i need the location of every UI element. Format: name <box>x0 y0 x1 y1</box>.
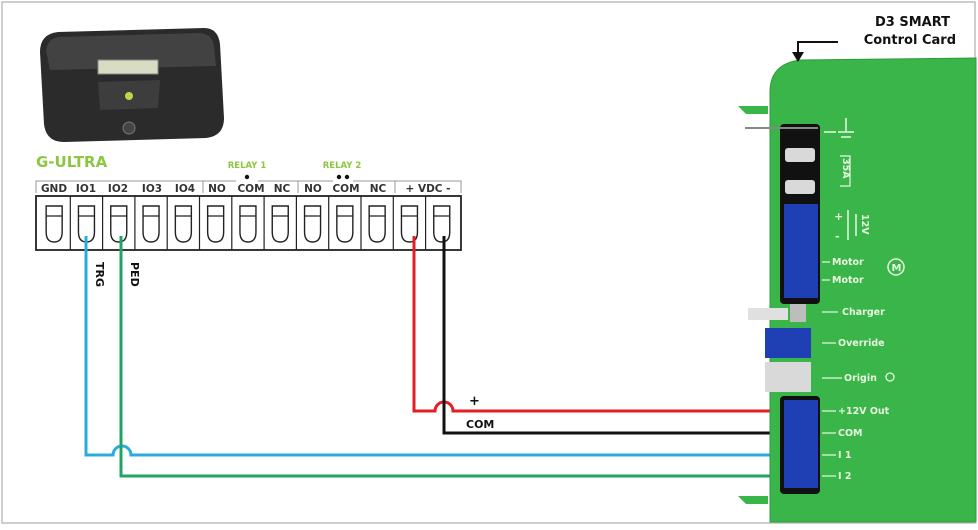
card-fuse-2 <box>785 180 815 194</box>
terminal-screw-io4 <box>174 196 201 250</box>
card-input-connector <box>784 400 818 488</box>
terminal-label-io2: IO2 <box>108 183 128 195</box>
card-label-motor-2: Motor <box>832 275 864 286</box>
wire-label-ped: PED <box>128 262 141 287</box>
wire-ped-green <box>119 236 785 478</box>
terminal-label-relay1-com: COM <box>237 183 264 195</box>
card-label-origin: Origin <box>844 373 877 384</box>
terminal-screw-io3 <box>142 196 168 250</box>
relay-1-label: RELAY 1 <box>228 161 267 171</box>
card-clip-top <box>738 106 768 114</box>
control-card-board <box>769 57 977 523</box>
card-label-i1: I 1 <box>838 450 851 461</box>
card-origin-connector <box>765 362 811 392</box>
terminal-screw-vdc-plus <box>400 196 427 250</box>
motor-icon <box>887 258 905 276</box>
card-fuse-1 <box>785 148 815 162</box>
card-label-com: COM <box>838 428 863 439</box>
card-label-i2: I 2 <box>838 471 851 482</box>
terminal-screw-vdc-minus <box>433 205 451 243</box>
card-charger-plug <box>748 308 788 320</box>
terminal-block <box>35 195 462 251</box>
terminal-label-relay2-no: NO <box>304 183 322 195</box>
title-pointer-arrowhead <box>792 52 804 62</box>
terminal-label-relay2-nc: NC <box>370 183 387 195</box>
card-label-battery: 12V <box>859 214 870 235</box>
relay-2-label: RELAY 2 <box>323 161 362 171</box>
wire-label-trg: TRG <box>93 262 106 287</box>
card-override-connector <box>765 328 811 358</box>
title-pointer-line <box>797 41 838 54</box>
control-card: 35A + - 12V Motor Motor M Charger Overri… <box>738 57 977 523</box>
card-power-connector <box>784 204 818 298</box>
terminal-label-io1: IO1 <box>76 183 96 195</box>
card-label-fuse: 35A <box>840 158 851 179</box>
motor-icon-letter: M <box>892 263 902 274</box>
terminal-screw-relay1-com <box>239 196 265 250</box>
card-label-12v-out: +12V Out <box>838 406 890 417</box>
relay-2-dot-a <box>336 174 342 180</box>
origin-sensor-icon <box>885 372 895 382</box>
terminal-screw-gnd <box>45 196 71 250</box>
wire-com-black <box>442 236 785 435</box>
wire-label-plus: + <box>469 394 480 409</box>
ground-symbol-icon <box>838 118 854 138</box>
terminal-label-relay2-com: COM <box>332 183 359 195</box>
battery-minus-sign: - <box>835 230 840 243</box>
terminal-screw-relay2-no <box>303 196 330 250</box>
terminal-screw-relay1-nc <box>271 196 297 250</box>
terminal-label-relay1-nc: NC <box>274 183 291 195</box>
terminal-label-io3: IO3 <box>142 183 162 195</box>
relay-2-dot-b <box>344 174 350 180</box>
terminal-screw-relay1-no <box>206 196 233 250</box>
g-ultra-device-image <box>40 28 224 142</box>
relay-1-dot <box>244 174 250 180</box>
terminal-screw-io2 <box>110 196 136 250</box>
device-name-label: G-ULTRA <box>36 153 108 171</box>
terminal-label-gnd: GND <box>41 183 67 195</box>
terminal-screw-relay2-nc <box>368 196 394 250</box>
card-clip-bottom <box>738 496 768 504</box>
card-label-override: Override <box>838 338 885 349</box>
terminal-label-relay1-no: NO <box>208 183 226 195</box>
card-charger-header <box>790 304 806 322</box>
battery-icon <box>847 210 857 240</box>
terminal-screw-relay2-com <box>336 196 362 250</box>
terminal-labels: GND IO1 IO2 IO3 IO4 NO COM NC NO COM NC … <box>41 183 451 195</box>
battery-plus-sign: + <box>834 210 843 223</box>
card-label-charger: Charger <box>842 307 885 318</box>
fuse-bracket <box>840 155 851 187</box>
terminal-screw-io1 <box>77 196 104 250</box>
wire-label-com: COM <box>466 418 494 431</box>
card-title-line2: Control Card <box>864 33 956 48</box>
terminal-screws <box>45 196 451 250</box>
terminal-label-io4: IO4 <box>175 183 195 195</box>
card-title-line1: D3 SMART <box>875 15 950 30</box>
card-label-motor-1: Motor <box>832 257 864 268</box>
terminal-label-bracket <box>35 180 462 193</box>
terminal-label-vdc: + VDC - <box>405 183 450 195</box>
